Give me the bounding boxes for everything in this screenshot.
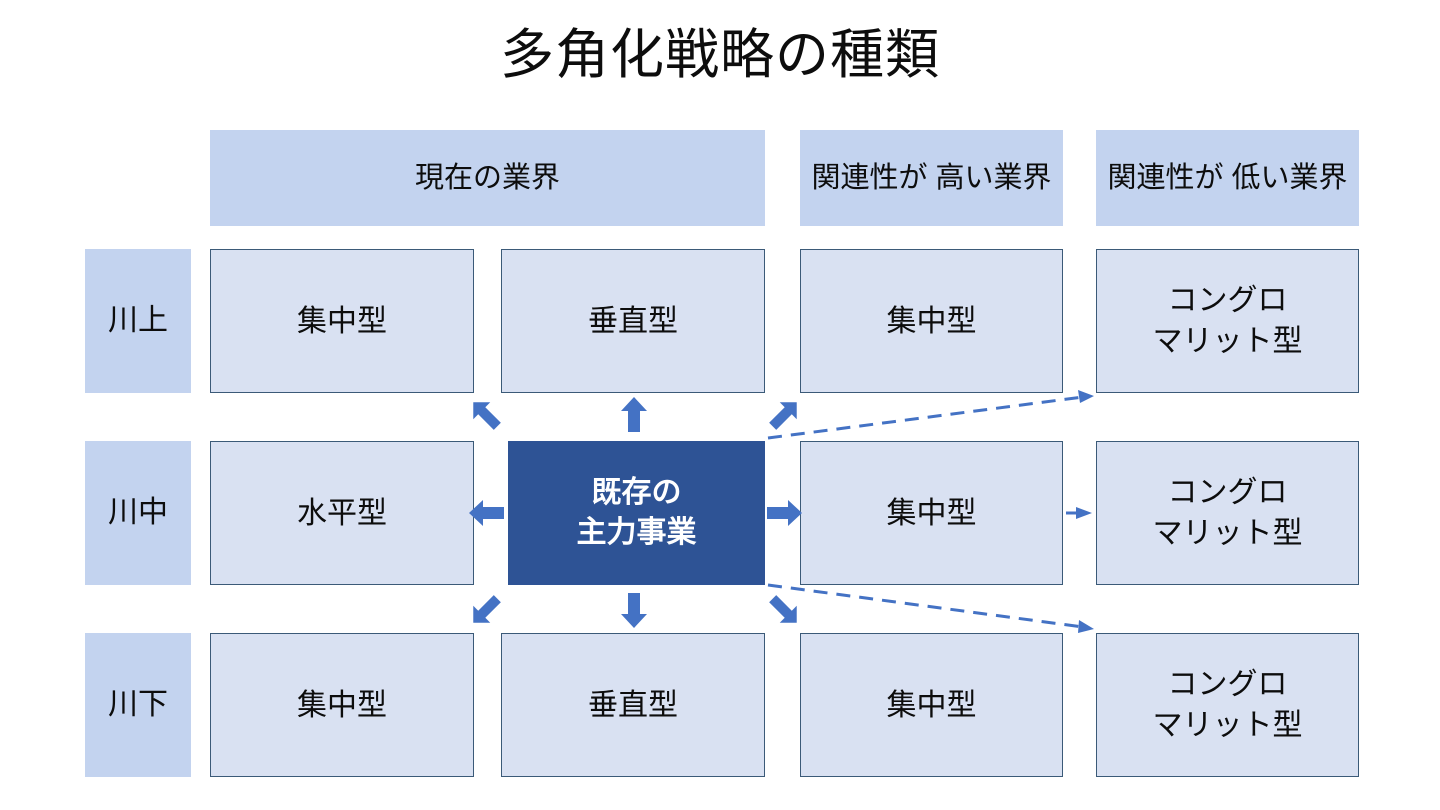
arrow-up-right-icon [769, 402, 797, 430]
cell-upstream-current-concentric[interactable]: 集中型 [210, 249, 474, 393]
dashed-to-upper-conglomerate-icon [767, 390, 1094, 440]
row-label-upstream: 川上 [85, 249, 191, 393]
column-header-low-relevance: 関連性が 低い業界 [1096, 130, 1359, 226]
cell-midstream-current-horizontal[interactable]: 水平型 [210, 441, 474, 585]
cell-upstream-low-relevance-conglomerate[interactable]: コングロ マリット型 [1096, 249, 1359, 393]
arrow-down-right-icon [769, 595, 797, 623]
cell-downstream-current-vertical[interactable]: 垂直型 [501, 633, 765, 777]
row-label-midstream: 川中 [85, 441, 191, 585]
column-header-current-industry: 現在の業界 [210, 130, 765, 226]
cell-downstream-low-relevance-conglomerate[interactable]: コングロ マリット型 [1096, 633, 1359, 777]
arrow-left-icon [469, 500, 504, 526]
dashed-to-lower-conglomerate-icon [767, 583, 1094, 633]
cell-downstream-current-concentric[interactable]: 集中型 [210, 633, 474, 777]
cell-upstream-high-relevance-concentric[interactable]: 集中型 [800, 249, 1063, 393]
cell-midstream-high-relevance-concentric[interactable]: 集中型 [800, 441, 1063, 585]
cell-midstream-low-relevance-conglomerate[interactable]: コングロ マリット型 [1096, 441, 1359, 585]
dashed-to-middle-conglomerate-icon [1066, 507, 1092, 519]
arrow-down-left-icon [473, 595, 501, 623]
cell-upstream-current-vertical[interactable]: 垂直型 [501, 249, 765, 393]
page-title: 多角化戦略の種類 [500, 25, 940, 85]
core-business-box[interactable]: 既存の 主力事業 [508, 441, 765, 585]
row-label-downstream: 川下 [85, 633, 191, 777]
column-header-high-relevance: 関連性が 高い業界 [800, 130, 1063, 226]
arrow-right-icon [767, 500, 802, 526]
arrow-up-icon [621, 397, 647, 432]
arrow-down-icon [621, 593, 647, 628]
arrow-up-left-icon [473, 402, 501, 430]
cell-downstream-high-relevance-concentric[interactable]: 集中型 [800, 633, 1063, 777]
